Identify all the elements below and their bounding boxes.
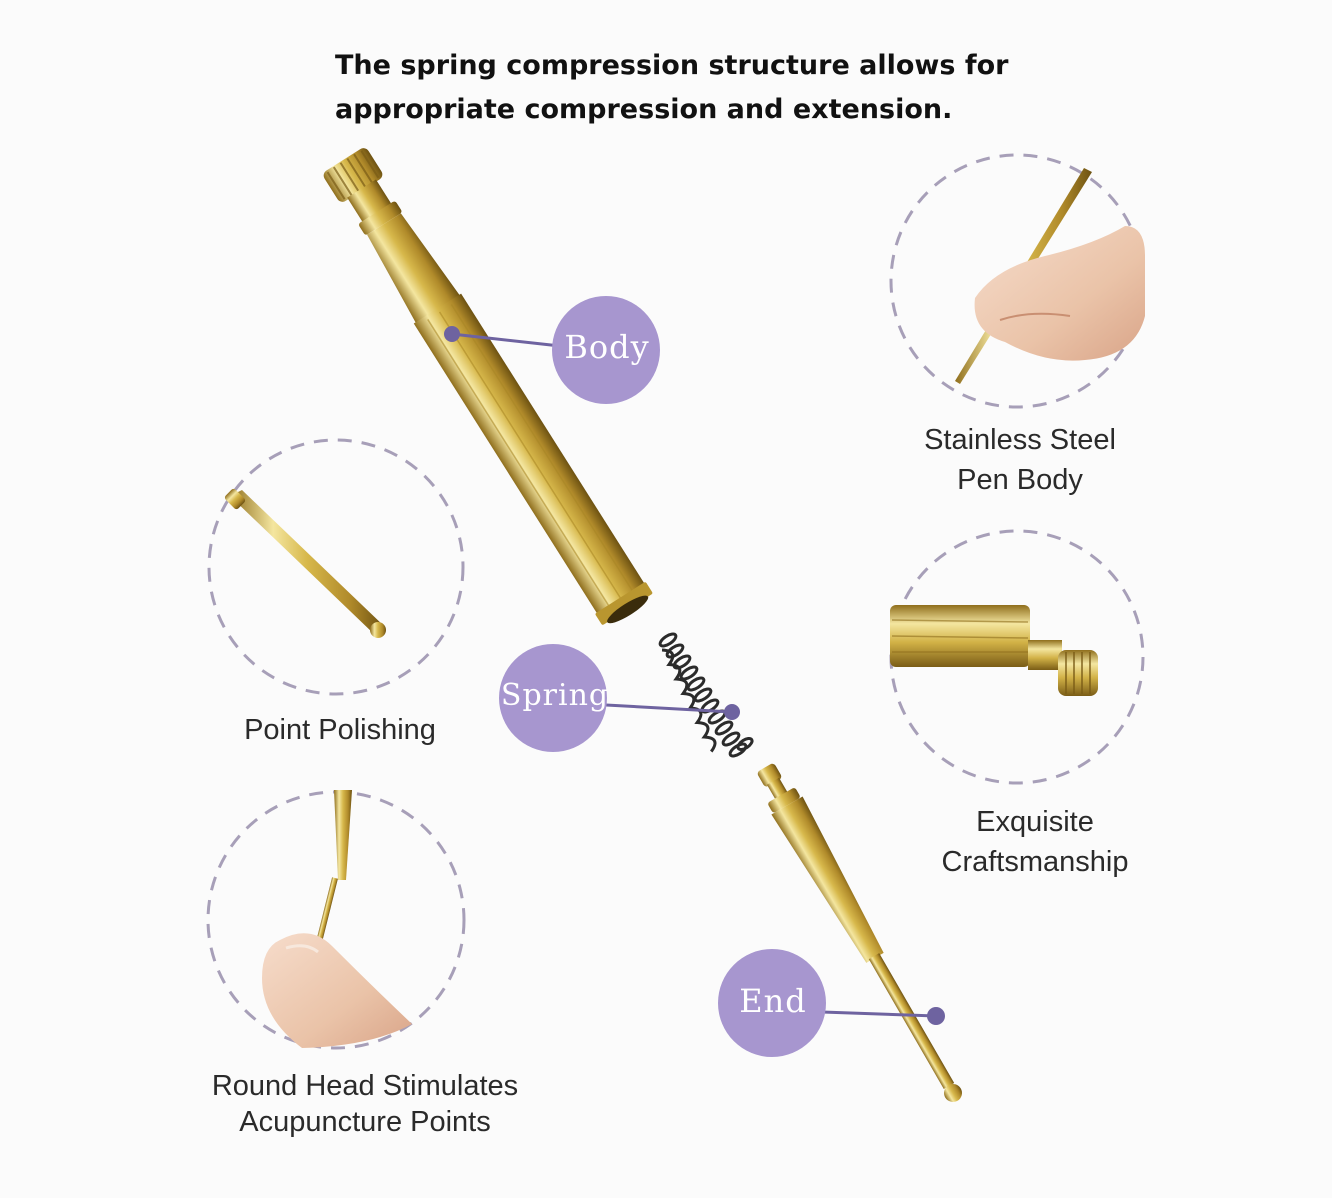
- headline: The spring compression structure allows …: [335, 44, 1095, 132]
- hand-holding-pen-icon: [955, 168, 1145, 384]
- headline-line-2: appropriate compression and extension.: [335, 94, 953, 125]
- stainless-steel-detail: [889, 153, 1145, 409]
- round-head-detail: [206, 790, 466, 1050]
- end-label: End: [739, 982, 807, 1020]
- caption-craft-line-1: Exquisite: [976, 806, 1094, 838]
- pen-body-part: [323, 148, 653, 625]
- end-leader: [821, 1007, 945, 1025]
- caption-round-line-2: Acupuncture Points: [239, 1106, 491, 1138]
- caption-round-head: Round Head Stimulates Acupuncture Points: [150, 1068, 580, 1140]
- caption-round-line-1: Round Head Stimulates: [211, 1070, 519, 1102]
- craftsmanship-detail: [889, 529, 1145, 785]
- body-bubble: [552, 296, 660, 404]
- end-bubble: [718, 949, 826, 1057]
- headline-line-1: The spring compression structure allows …: [335, 50, 1009, 81]
- body-leader: [444, 326, 561, 348]
- pen-end-part: [757, 763, 962, 1102]
- caption-stainless-line-2: Pen Body: [957, 464, 1083, 496]
- knurled-cap-detail-icon: [890, 605, 1098, 696]
- body-label: Body: [564, 328, 650, 366]
- caption-craftsmanship: Exquisite Craftsmanship: [890, 802, 1180, 882]
- spring-label: Spring: [500, 678, 610, 713]
- caption-point-polishing: Point Polishing: [200, 710, 480, 750]
- finger-pressing-tip-icon: [262, 790, 412, 1048]
- pen-tip-detail-icon: [224, 488, 386, 638]
- caption-craft-line-2: Craftsmanship: [941, 846, 1129, 878]
- point-polishing-detail: [207, 438, 465, 696]
- spring-part: [658, 632, 754, 758]
- spring-bubble: [499, 644, 607, 752]
- caption-stainless-line-1: Stainless Steel: [924, 424, 1116, 456]
- caption-stainless-steel: Stainless Steel Pen Body: [880, 420, 1160, 500]
- spring-leader: [605, 703, 740, 720]
- caption-point-polishing-text: Point Polishing: [244, 714, 436, 746]
